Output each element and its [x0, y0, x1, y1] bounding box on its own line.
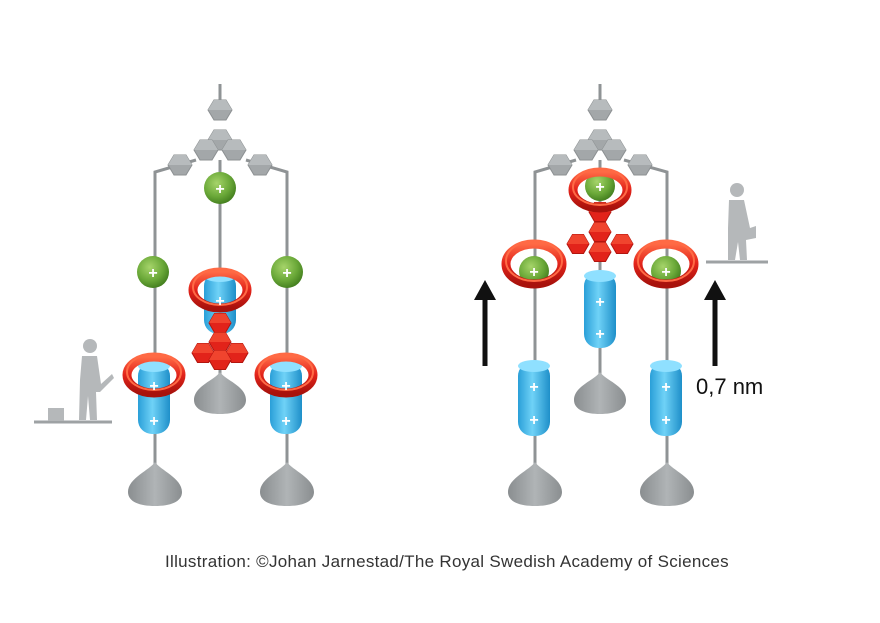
plus-glyphs: + + + + + + + + + + + + + + + + + [148, 179, 670, 430]
left-pear-weight-icon [128, 372, 314, 506]
right-assembly [474, 84, 768, 506]
plus-glyph: + [595, 326, 604, 343]
plus-charge-icon [271, 256, 303, 288]
left-person-icon [34, 339, 114, 424]
plus-glyph: + [215, 293, 224, 310]
plus-glyph: + [281, 378, 290, 395]
plus-glyph: + [529, 264, 538, 281]
plus-glyph: + [148, 265, 157, 282]
plus-glyph: + [149, 413, 158, 430]
plus-glyph: + [595, 179, 604, 196]
left-ring-icons [122, 267, 318, 398]
left-assembly [34, 84, 318, 506]
plus-charge-icon [519, 256, 549, 286]
left-plus-charge-balls [137, 172, 303, 288]
right-ring-icons [501, 167, 699, 289]
up-arrow-icon [474, 280, 496, 366]
plus-glyph: + [149, 378, 158, 395]
plus-glyph: + [529, 379, 538, 396]
right-cylinder-icons [518, 270, 682, 436]
distance-label: 0,7 nm [696, 374, 764, 399]
plus-glyph: + [661, 412, 670, 429]
plus-glyph: + [281, 413, 290, 430]
illustration-credit: Illustration: ©Johan Jarnestad/The Royal… [165, 552, 729, 571]
plus-charge-icon [137, 256, 169, 288]
right-person-icon [706, 183, 768, 264]
plus-glyph: + [595, 294, 604, 311]
plus-glyph: + [661, 264, 670, 281]
plus-glyph: + [529, 412, 538, 429]
plus-charge-icon [585, 171, 615, 201]
plus-glyph: + [661, 379, 670, 396]
right-pear-weight-icon [508, 372, 694, 506]
plus-glyph: + [215, 181, 224, 198]
up-arrow-icon [704, 280, 726, 366]
plus-charge-icon [651, 256, 681, 286]
plus-glyph: + [282, 265, 291, 282]
plus-charge-icon [204, 172, 236, 204]
right-plus-charge-balls [519, 171, 681, 286]
left-red-platform [191, 313, 249, 370]
